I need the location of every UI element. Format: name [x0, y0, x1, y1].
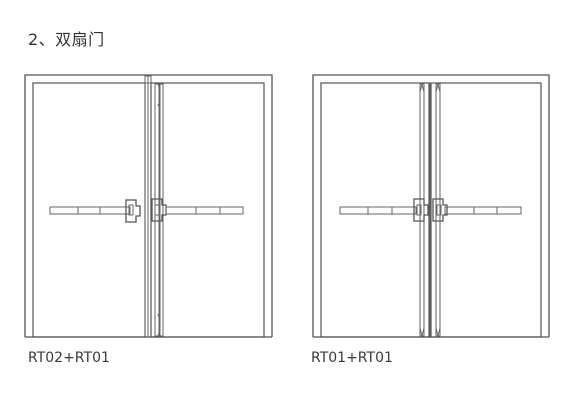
push-bar-left: [49, 199, 141, 223]
door-rt02-rt01: [24, 74, 273, 338]
door-rt01-rt01: [312, 74, 550, 338]
latch-housing-left: [413, 198, 429, 222]
latch-housing-right: [432, 198, 448, 222]
push-bar-right: [432, 198, 522, 222]
latch-housing-left: [125, 199, 141, 223]
vertical-rod-left: [419, 83, 425, 337]
latch-housing-right: [151, 198, 167, 222]
door-leaf-left: [320, 82, 430, 338]
door-leaf-right: [430, 82, 542, 338]
door-frame-outer: [312, 74, 550, 337]
section-title: 2、双扇门: [28, 30, 105, 49]
caption-rt02-rt01: RT02+RT01: [28, 350, 110, 366]
caption-rt01-rt01: RT01+RT01: [311, 350, 393, 366]
door-frame-outer: [24, 74, 273, 337]
push-bar-left: [339, 198, 429, 222]
push-bar-right: [151, 198, 244, 222]
vertical-rod-right: [435, 83, 441, 337]
door-leaf-right: [150, 82, 265, 338]
